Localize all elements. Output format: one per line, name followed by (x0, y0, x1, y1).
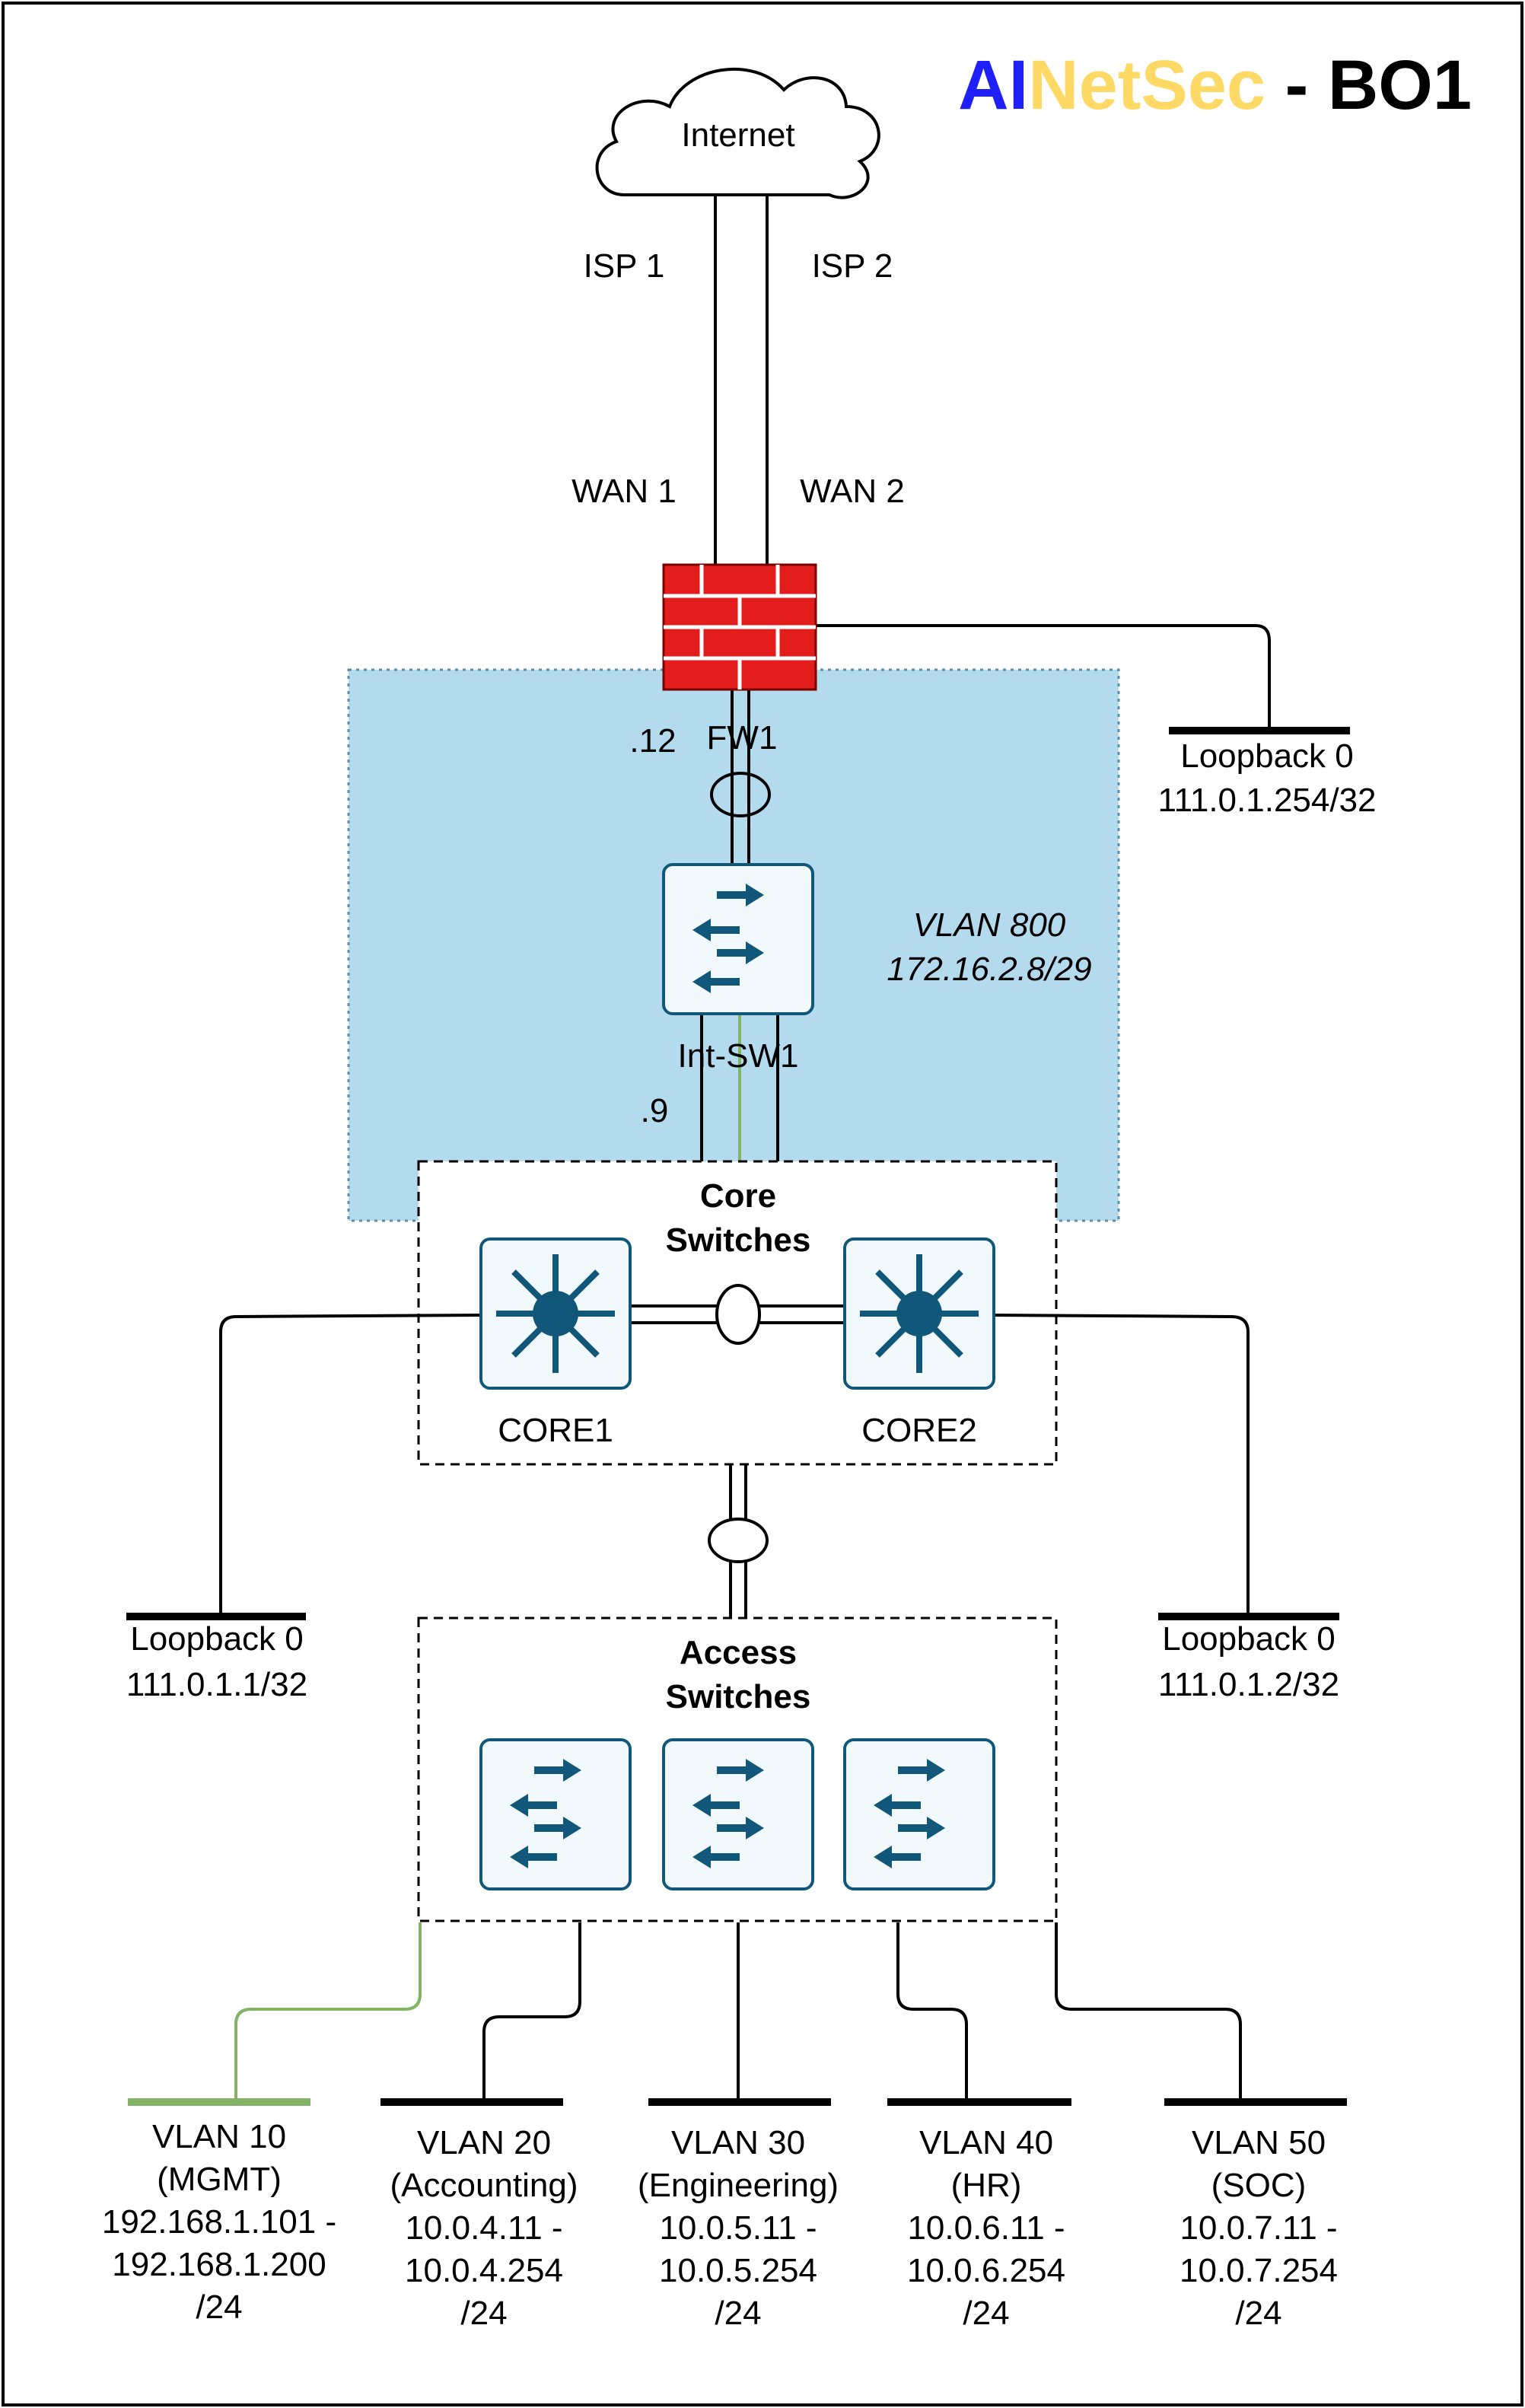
isp2-label: ISP 2 (811, 247, 893, 285)
vlan-desc: (MGMT) (157, 2161, 282, 2198)
diagram-title: AINetSec - BO1 (958, 50, 1472, 120)
vlan-prefix: /24 (196, 2289, 243, 2326)
vlan-prefix: /24 (460, 2295, 508, 2332)
vlan20-info: VLAN 20 (Accounting) 10.0.4.11 - 10.0.4.… (355, 2122, 613, 2335)
vlan-range-start: 10.0.4.11 - (405, 2209, 563, 2247)
vlan-desc: (SOC) (1211, 2167, 1307, 2204)
vlan-prefix: /24 (963, 2295, 1010, 2332)
vlan-range-end: 10.0.7.254 (1180, 2252, 1338, 2289)
internet-cloud (595, 67, 880, 199)
vlan-prefix: /24 (1235, 2295, 1282, 2332)
vlan-name: VLAN 50 (1191, 2124, 1326, 2161)
vlan-name: VLAN 10 (151, 2118, 287, 2155)
access-group-title-2: Switches (665, 1678, 811, 1715)
vlan-name: VLAN 30 (670, 2124, 806, 2161)
core1-loopback-link (219, 1314, 482, 1613)
fw-loopback-name: Loopback 0 (1180, 737, 1354, 775)
core-access-lag (708, 1518, 769, 1563)
fw-intsw-lag (710, 772, 771, 817)
fw1-label: FW1 (706, 719, 778, 756)
title-part-ai: AI (958, 46, 1029, 124)
core-interlink-lag (715, 1284, 761, 1345)
fw1-ip-suffix: .12 (629, 722, 677, 760)
access-switch-2-icon (662, 1738, 814, 1890)
vlan-range-end: 10.0.6.254 (907, 2252, 1065, 2289)
core2-loopback-name: Loopback 0 (1162, 1620, 1336, 1658)
core2-label: CORE2 (861, 1412, 977, 1449)
access-switch-1-icon (479, 1738, 632, 1890)
core2-switch-icon (843, 1237, 995, 1390)
vlan50-link (1055, 1922, 1242, 2101)
vlan-range-end: 10.0.4.254 (405, 2252, 563, 2289)
core1-loopback-name: Loopback 0 (130, 1620, 304, 1658)
core1-switch-icon (479, 1237, 632, 1390)
vlan-prefix: /24 (715, 2295, 762, 2332)
wan1-label: WAN 1 (571, 473, 677, 510)
vlan40-info: VLAN 40 (HR) 10.0.6.11 - 10.0.6.254 /24 (857, 2122, 1116, 2335)
vlan40-link (896, 1922, 968, 2101)
core2-loopback-ip: 111.0.1.2/32 (1157, 1666, 1340, 1703)
core-group-title-1: Core (699, 1177, 777, 1215)
vlan-desc: (HR) (950, 2167, 1022, 2204)
vlan50-info: VLAN 50 (SOC) 10.0.7.11 - 10.0.7.254 /24 (1129, 2122, 1388, 2335)
int-sw1-label: Int-SW1 (677, 1037, 799, 1075)
vlan10-link (234, 1922, 422, 2101)
vlan-range-start: 10.0.6.11 - (907, 2209, 1065, 2247)
int-sw1-ip-suffix: .9 (640, 1092, 669, 1129)
vlan800-name: VLAN 800 (912, 906, 1066, 944)
fw-intsw-links (731, 690, 750, 865)
vlan20-link (482, 1922, 581, 2101)
vlan-range-start: 192.168.1.101 - (101, 2203, 337, 2241)
access-switch-3-icon (843, 1738, 995, 1890)
internet-label: Internet (681, 116, 795, 154)
core1-label: CORE1 (498, 1412, 613, 1449)
isp-links (714, 196, 769, 565)
vlan-range-end: 192.168.1.200 (112, 2246, 326, 2283)
vlan-name: VLAN 40 (919, 2124, 1054, 2161)
core2-loopback-link (993, 1314, 1250, 1613)
access-group-title-1: Access (679, 1634, 798, 1671)
fw-loopback-link (816, 624, 1271, 729)
vlan-name: VLAN 20 (416, 2124, 552, 2161)
vlan10-info: VLAN 10 (MGMT) 192.168.1.101 - 192.168.1… (90, 2116, 349, 2329)
title-part-site: - BO1 (1266, 46, 1472, 124)
vlan-range-start: 10.0.7.11 - (1180, 2209, 1338, 2247)
vlan-range-end: 10.0.5.254 (659, 2252, 817, 2289)
vlan-desc: (Accounting) (390, 2167, 578, 2204)
core-group-title-2: Switches (665, 1222, 811, 1259)
wan2-label: WAN 2 (800, 473, 905, 510)
intsw-core-links (700, 1012, 779, 1164)
vlan-desc: (Engineering) (637, 2167, 839, 2204)
title-part-netsec: NetSec (1028, 46, 1266, 124)
vlan800-subnet: 172.16.2.8/29 (887, 951, 1092, 988)
core1-loopback-ip: 111.0.1.1/32 (126, 1666, 308, 1703)
vlan-range-start: 10.0.5.11 - (659, 2209, 817, 2247)
fw-loopback-ip: 111.0.1.254/32 (1157, 782, 1377, 819)
isp1-label: ISP 1 (583, 247, 665, 285)
firewall-icon (662, 563, 817, 691)
int-sw1-switch-icon (662, 863, 814, 1015)
vlan30-info: VLAN 30 (Engineering) 10.0.5.11 - 10.0.5… (609, 2122, 868, 2335)
